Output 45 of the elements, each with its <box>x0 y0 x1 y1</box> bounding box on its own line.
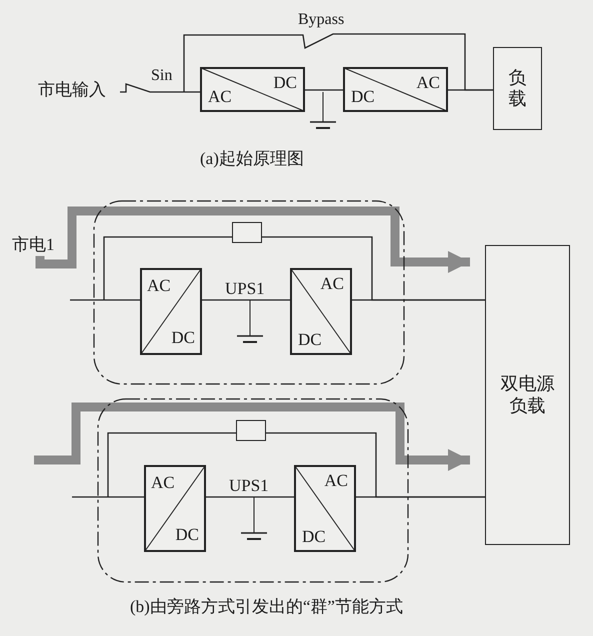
converter-label: DC <box>298 331 322 348</box>
wire <box>120 83 200 93</box>
wire <box>356 496 485 498</box>
wire <box>107 432 236 497</box>
wire <box>183 33 493 92</box>
converter-label: AC <box>147 277 171 294</box>
wire <box>103 236 232 300</box>
caption: (a)起始原理图 <box>200 150 304 167</box>
wire <box>305 89 343 91</box>
caption: (b)由旁路方式引发出的“群”节能方式 <box>130 598 403 615</box>
load-label: 双电源负载 <box>500 373 554 417</box>
converter-label: AC <box>324 472 348 489</box>
converter-box <box>144 465 206 552</box>
load-label: 负载 <box>508 66 526 110</box>
converter-label: DC <box>302 528 326 545</box>
input-label: 市电1 <box>12 234 64 256</box>
power-flow-arrow <box>34 402 470 471</box>
ups-label: UPS1 <box>225 280 265 297</box>
converter-box <box>200 67 305 112</box>
ups-label: UPS1 <box>229 477 269 494</box>
wire <box>202 299 290 301</box>
wire <box>72 496 144 498</box>
converter-label: DC <box>171 329 195 346</box>
wire <box>352 299 485 301</box>
edge-label: Sin <box>151 68 172 84</box>
converter-label: AC <box>320 275 344 292</box>
converter-label: DC <box>273 74 297 91</box>
converter-label: DC <box>351 88 375 105</box>
converter-box <box>140 268 202 355</box>
converter-label: DC <box>175 526 199 543</box>
load-box <box>493 47 542 130</box>
wire <box>206 496 294 498</box>
bypass-switch-box <box>236 420 266 441</box>
converter-label: AC <box>151 474 175 491</box>
wire <box>70 299 140 301</box>
edge-label: Bypass <box>298 12 344 28</box>
converter-label: AC <box>208 88 232 105</box>
converter-box <box>294 465 356 552</box>
load-box <box>485 245 570 545</box>
converter-box <box>343 67 448 112</box>
converter-label: AC <box>416 74 440 91</box>
power-flow-arrow <box>36 206 470 273</box>
converter-box <box>290 268 352 355</box>
input-label: 市电输入 <box>38 79 120 101</box>
bypass-switch-box <box>232 222 262 243</box>
